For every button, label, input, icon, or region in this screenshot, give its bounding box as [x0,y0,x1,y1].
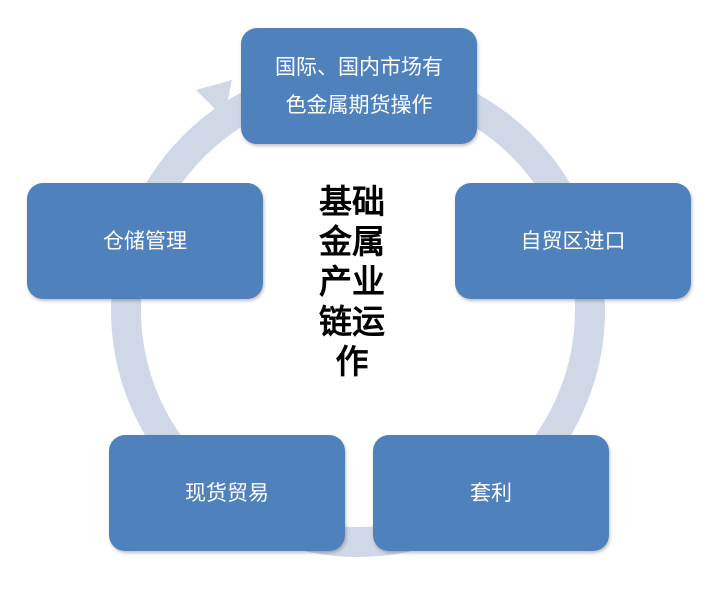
title-line: 产业 [319,262,385,301]
node-label: 色金属期货操作 [285,93,433,117]
title-line: 基础 [319,182,385,221]
title-line: 作 [335,342,369,381]
node-label: 现货贸易 [185,481,269,505]
center-title: 基础 金属 产业 链运 作 [312,182,392,382]
node-label: 国际、国内市场有 [275,55,443,79]
title-line: 金属 [319,222,385,261]
node-spot-trade: 现货贸易 [109,435,345,551]
node-label: 仓储管理 [103,229,187,253]
node-arbitrage: 套利 [373,435,609,551]
node-warehousing: 仓储管理 [27,183,263,299]
node-label: 自贸区进口 [520,229,626,253]
arrowhead-icon [196,80,232,118]
node-futures-operation: 国际、国内市场有 色金属期货操作 [241,28,477,144]
node-ftz-import: 自贸区进口 [455,183,691,299]
node-label: 套利 [470,481,512,505]
title-line: 链运 [319,302,385,341]
